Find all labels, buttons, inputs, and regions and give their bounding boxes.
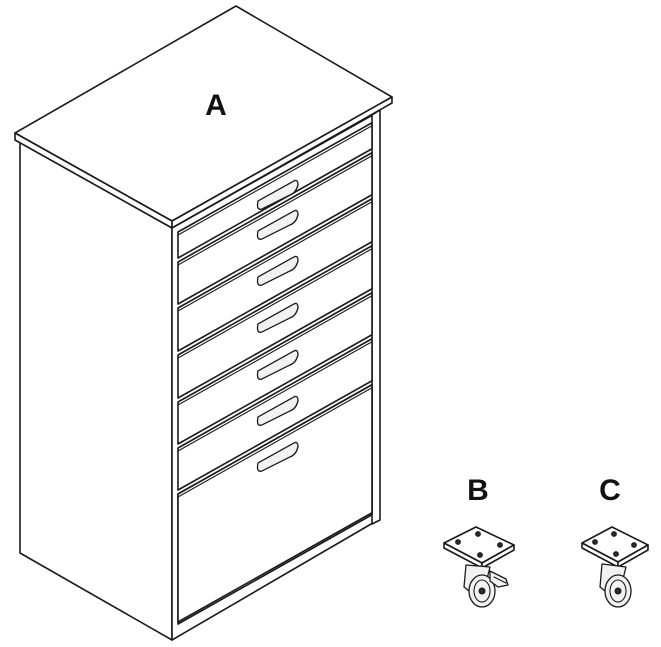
drawer-handle-icon [256,209,299,240]
part-label-a: A [205,89,227,122]
braked-caster-icon [443,526,515,608]
drawer-front [177,383,373,623]
drawer-handle-icon [256,179,299,210]
drawer-bevel-line [177,201,373,312]
part-label-b: B [467,474,489,507]
drawer-bevel-line [177,387,373,498]
drawer-fronts [177,121,373,625]
drawer-handle-icon [256,255,299,286]
drawer-handle-icon [256,395,299,426]
drawer-bevel-line [177,248,373,359]
drawer-handle-icon [256,441,299,472]
part-label-c: C [599,474,621,507]
drawer-bevel-line [177,125,373,236]
drawer-front [177,121,373,259]
drawer-bevel-line [177,295,373,406]
drawer-bevel-line [177,341,373,452]
swivel-caster-icon [581,526,649,608]
drawer-cabinet-icon [14,5,393,641]
drawer-handle-icon [256,302,299,333]
drawer-bevel-line [177,155,373,266]
drawer-handle-icon [256,349,299,380]
